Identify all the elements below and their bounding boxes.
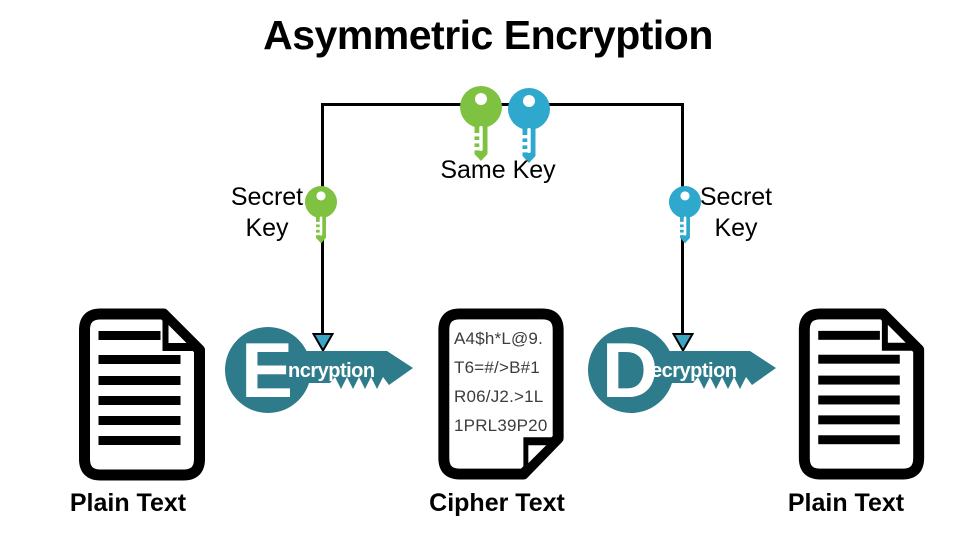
cipher-line: 1PRL39P20 [454, 416, 548, 435]
small-green-key-icon [304, 186, 338, 244]
cipher-text-lines: A4$h*L@9. T6=#/>B#1 R06/J2.>1L 1PRL39P20 [454, 324, 554, 440]
connector-line-horizontal [321, 103, 684, 106]
down-arrowhead-icon [312, 333, 334, 352]
secret-key-label-left: Secret Key [225, 182, 309, 244]
decryption-key-icon: D ecryption [588, 326, 776, 414]
cipher-line: T6=#/>B#1 [454, 358, 540, 377]
page-title: Asymmetric Encryption [263, 12, 713, 58]
cipher-text-caption: Cipher Text [429, 489, 565, 517]
down-arrowhead-icon [672, 333, 694, 352]
secret-key-line: Secret [230, 183, 304, 211]
secret-key-label-right: Secret Key [694, 182, 778, 244]
plain-text-caption-right: Plain Text [787, 489, 905, 517]
plain-text-document-icon [78, 308, 206, 481]
encryption-initial: E [241, 327, 293, 414]
secret-key-line: Key [245, 214, 289, 242]
blue-key-icon [507, 88, 551, 164]
cipher-line: R06/J2.>1L [454, 387, 544, 406]
decryption-word: ecryption [651, 360, 737, 382]
green-key-icon [459, 86, 503, 162]
encryption-key-shape: E ncryption [225, 326, 415, 417]
plain-text-document-icon [796, 308, 927, 480]
decryption-initial: D [602, 327, 658, 414]
decryption-key-shape: D ecryption [588, 326, 778, 417]
encryption-word: ncryption [288, 360, 375, 382]
encryption-key-icon: E ncryption [225, 326, 413, 414]
cipher-line: A4$h*L@9. [454, 329, 544, 348]
secret-key-line: Secret [699, 183, 773, 211]
secret-key-line: Key [714, 214, 758, 242]
same-key-label: Same Key [440, 156, 556, 184]
cipher-text-document-icon: A4$h*L@9. T6=#/>B#1 R06/J2.>1L 1PRL39P20 [437, 308, 565, 480]
plain-text-caption-left: Plain Text [69, 489, 187, 517]
